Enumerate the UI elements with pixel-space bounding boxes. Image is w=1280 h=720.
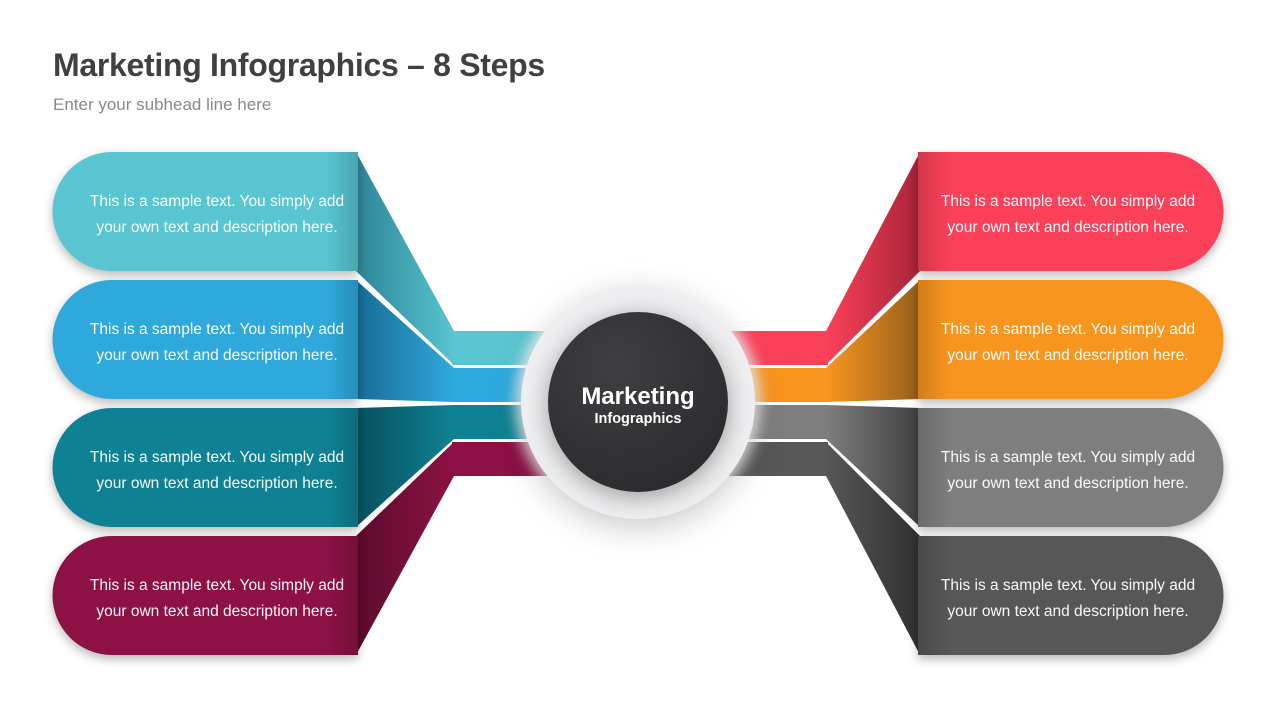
step-text-left-2-line-1: This is a sample text. You simply add <box>90 321 344 338</box>
step-box-right-3 <box>918 408 1224 527</box>
edge-shade-left-1 <box>326 152 358 271</box>
edge-shade-right-3 <box>918 408 950 527</box>
step-text-left-1-line-2: your own text and description here. <box>96 219 337 236</box>
step-text-right-1-line-2: your own text and description here. <box>947 219 1188 236</box>
center-title: Marketing <box>581 383 694 410</box>
step-text-right-2-line-2: your own text and description here. <box>947 347 1188 364</box>
step-text-left-2-line-2: your own text and description here. <box>96 347 337 364</box>
center-subtitle: Infographics <box>594 411 681 427</box>
step-text-right-4-line-2: your own text and description here. <box>947 603 1188 620</box>
edge-shade-left-4 <box>326 536 358 655</box>
ribbon-left-1 <box>356 152 454 365</box>
step-text-left-3-line-1: This is a sample text. You simply add <box>90 449 344 466</box>
step-text-right-2-line-1: This is a sample text. You simply add <box>941 321 1195 338</box>
edge-shade-left-2 <box>326 280 358 399</box>
step-text-right-3-line-1: This is a sample text. You simply add <box>941 449 1195 466</box>
step-text-right-1-line-1: This is a sample text. You simply add <box>941 193 1195 210</box>
slide-title: Marketing Infographics – 8 Steps <box>53 47 545 83</box>
step-text-left-3-line-2: your own text and description here. <box>96 475 337 492</box>
step-text-left-4-line-2: your own text and description here. <box>96 603 337 620</box>
ribbon-left-4 <box>356 442 454 655</box>
step-text-right-3-line-2: your own text and description here. <box>947 475 1188 492</box>
edge-shade-right-1 <box>918 152 950 271</box>
step-box-right-2 <box>918 280 1224 399</box>
step-box-left-4 <box>52 536 359 655</box>
ribbon-right-2 <box>826 280 920 402</box>
step-box-right-4 <box>918 536 1224 655</box>
edge-shade-right-4 <box>918 536 950 655</box>
ribbon-right-1 <box>826 152 920 365</box>
edge-shade-left-3 <box>326 408 358 527</box>
center-inner-circle <box>548 312 728 492</box>
step-text-left-1-line-1: This is a sample text. You simply add <box>90 193 344 210</box>
step-box-left-2 <box>52 280 359 399</box>
step-box-left-3 <box>52 408 359 527</box>
ribbon-left-3 <box>356 405 454 527</box>
step-text-right-4-line-1: This is a sample text. You simply add <box>941 577 1195 594</box>
step-box-left-1 <box>52 152 359 271</box>
ribbon-left-2 <box>356 280 454 402</box>
slide-subhead: Enter your subhead line here <box>53 95 271 114</box>
edge-shade-right-2 <box>918 280 950 399</box>
ribbon-right-3 <box>826 405 920 527</box>
ribbon-right-4 <box>826 442 920 655</box>
step-box-right-1 <box>918 152 1224 271</box>
step-text-left-4-line-1: This is a sample text. You simply add <box>90 577 344 594</box>
